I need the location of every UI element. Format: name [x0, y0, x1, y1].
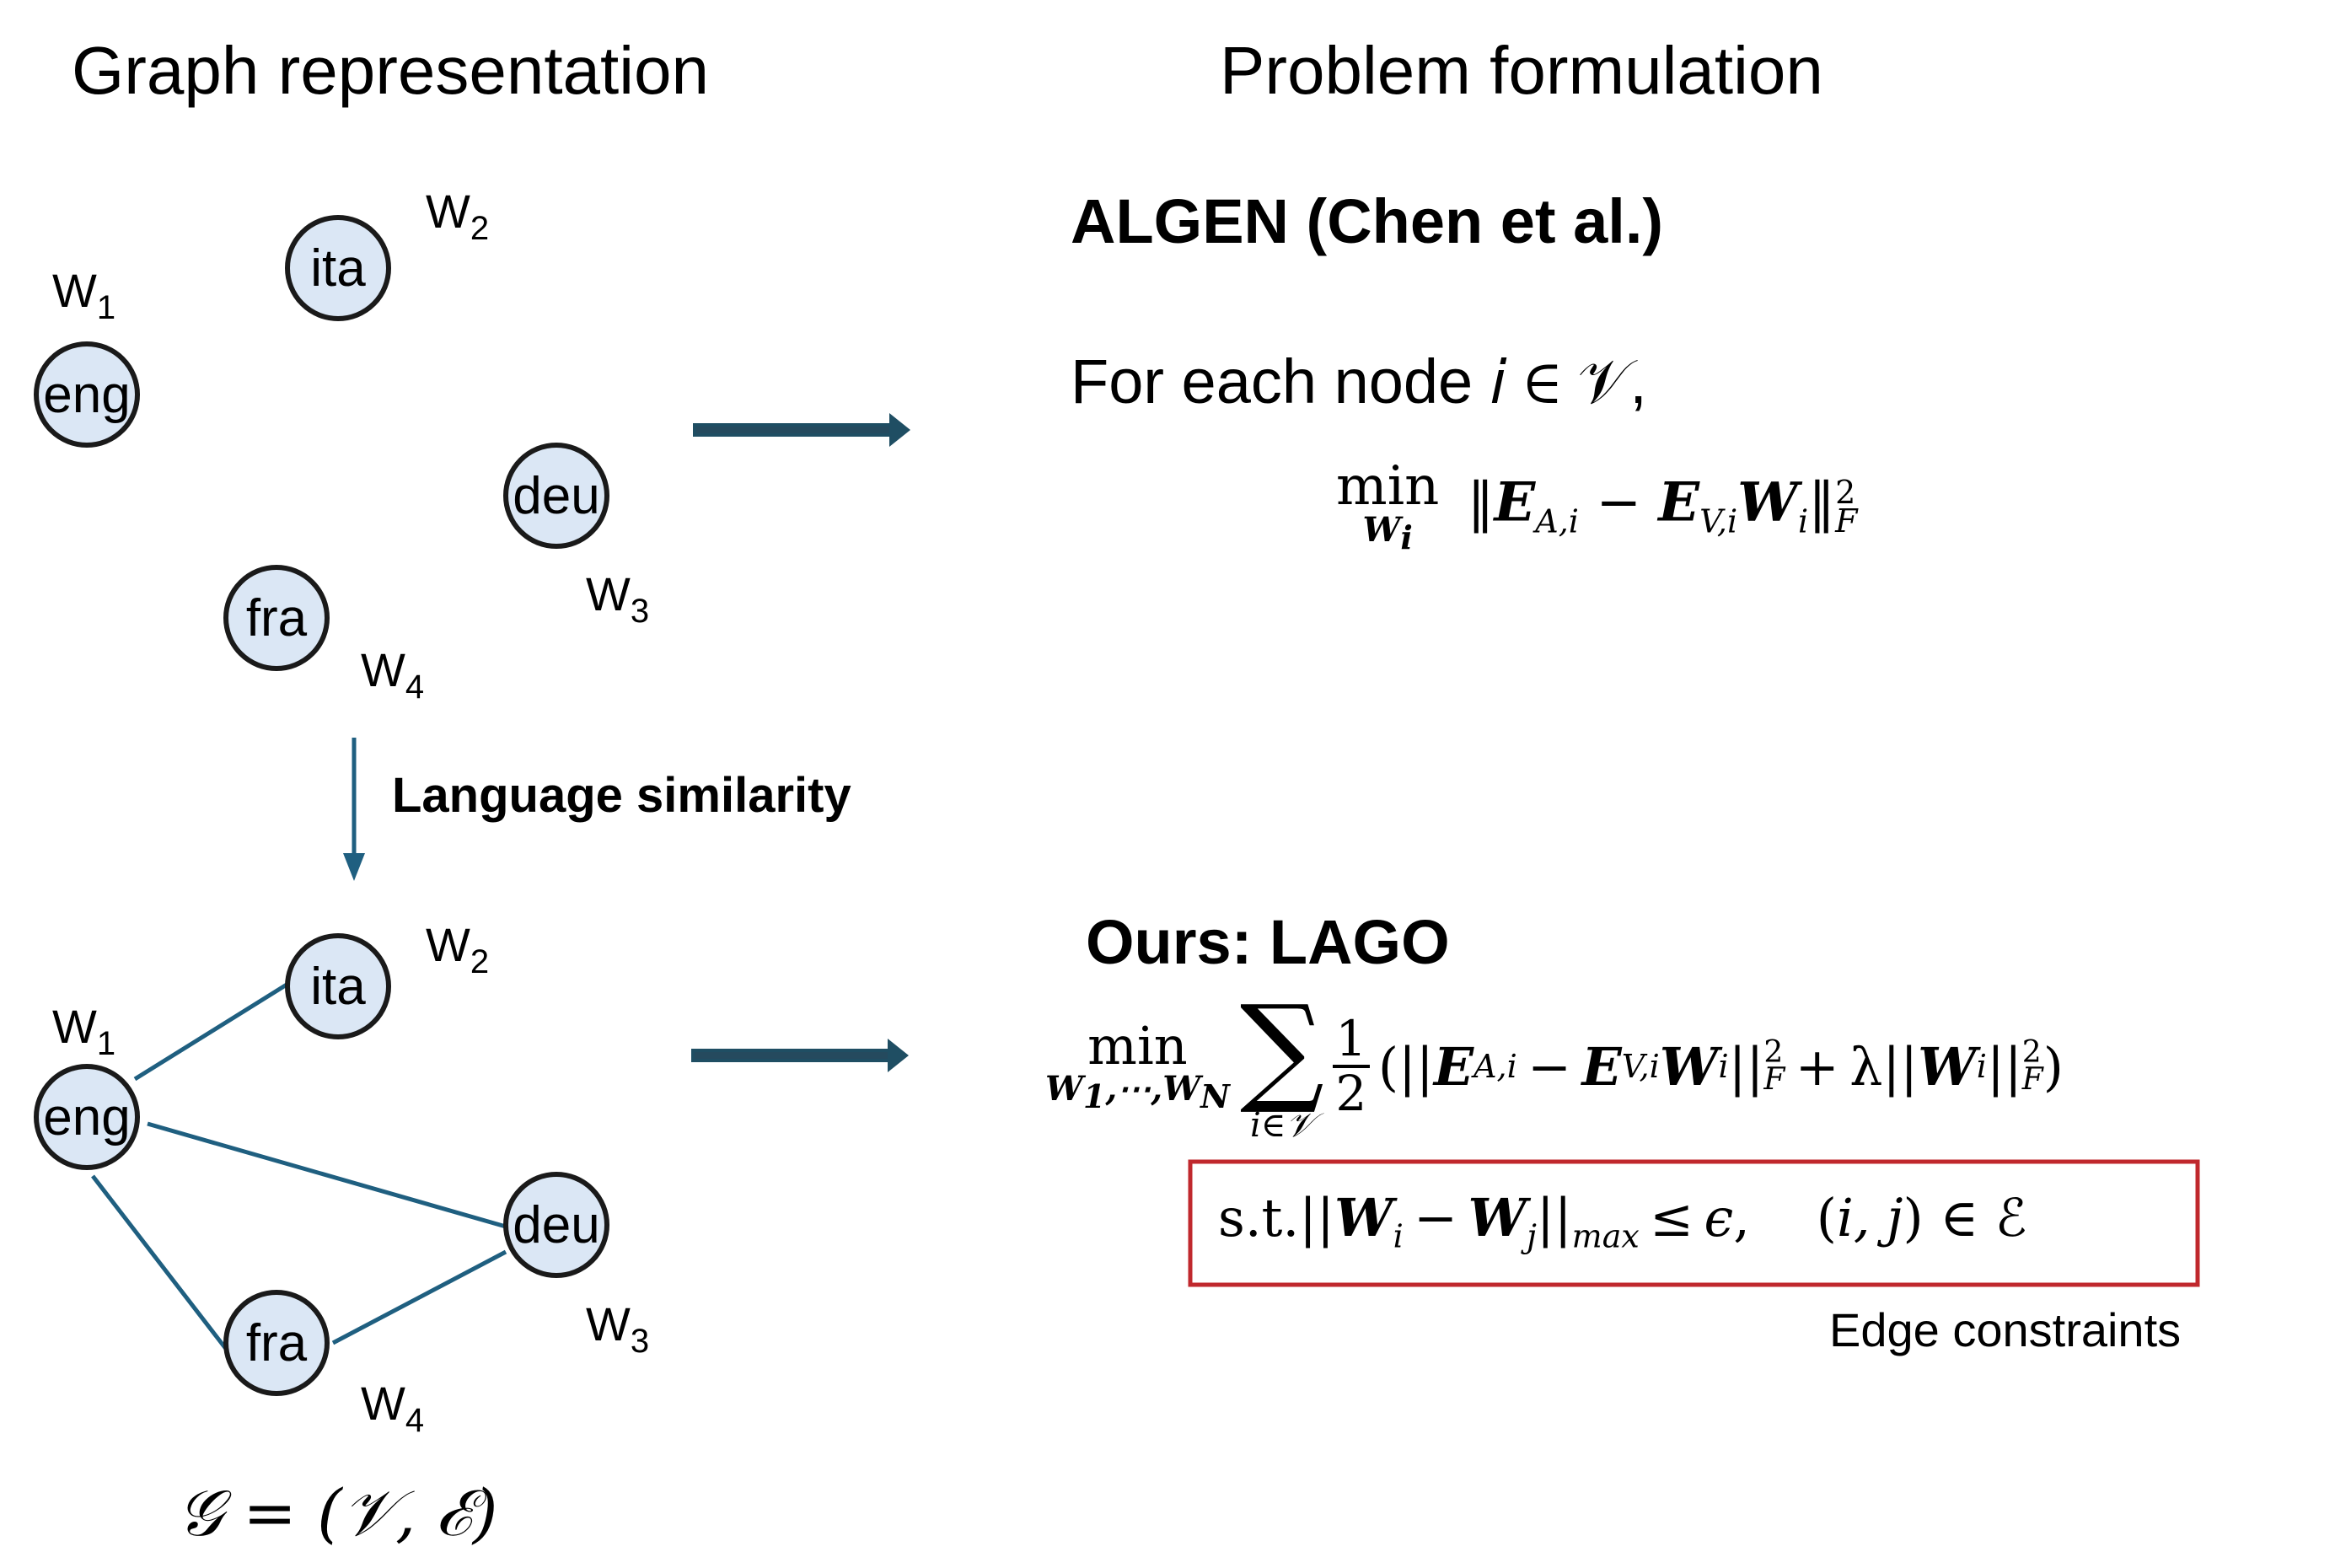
node-deu-bottom: deu	[503, 1172, 609, 1278]
node-deu-top: deu	[503, 443, 609, 549]
edge-eng-ita	[133, 982, 288, 1082]
node-eng-top: eng	[34, 341, 140, 448]
weight-label-w4-bottom: W4	[361, 1377, 425, 1439]
arrow-to-algen	[693, 413, 910, 447]
node-fra-top: fra	[223, 565, 330, 671]
algen-title: ALGEN (Chen et al.)	[1071, 186, 1664, 256]
weight-label-w3-bottom: W3	[586, 1297, 650, 1360]
weight-label-w3-top: W3	[586, 567, 650, 630]
edge-fra-deu	[331, 1249, 507, 1345]
edge-eng-fra	[91, 1174, 228, 1351]
constraint-box	[1188, 1159, 2200, 1287]
node-ita-top: ita	[285, 215, 391, 321]
node-fra-bottom: fra	[223, 1290, 330, 1396]
algen-intro: For each node 𝑖 ∈ 𝒱,	[1071, 346, 1647, 416]
graph-caption: 𝒢 = (𝒱, ℰ)	[177, 1475, 498, 1550]
weight-label-w1-bottom: W1	[52, 1000, 116, 1062]
node-ita-bottom: ita	[285, 933, 391, 1039]
lago-title: Ours: LAGO	[1086, 907, 1450, 977]
right-heading: Problem formulation	[1220, 33, 1823, 108]
node-eng-bottom: eng	[34, 1064, 140, 1170]
left-heading: Graph representation	[72, 33, 710, 108]
weight-label-w1-top: W1	[52, 264, 116, 326]
edge-constraints-label: Edge constraints	[1829, 1303, 2182, 1356]
similarity-arrow	[343, 738, 365, 881]
weight-label-w2-top: W2	[426, 185, 490, 247]
bottom-graph-edges	[91, 982, 507, 1351]
arrow-to-lago	[691, 1039, 909, 1072]
language-similarity-label: Language similarity	[392, 768, 851, 823]
weight-label-w4-top: W4	[361, 643, 425, 706]
weight-label-w2-bottom: W2	[426, 918, 490, 980]
lago-constraint: s.t.||Wi − Wj||max ≤ ϵ, (i, j) ∈ ℰ	[1218, 1187, 2027, 1255]
edge-eng-deu	[147, 1121, 507, 1229]
